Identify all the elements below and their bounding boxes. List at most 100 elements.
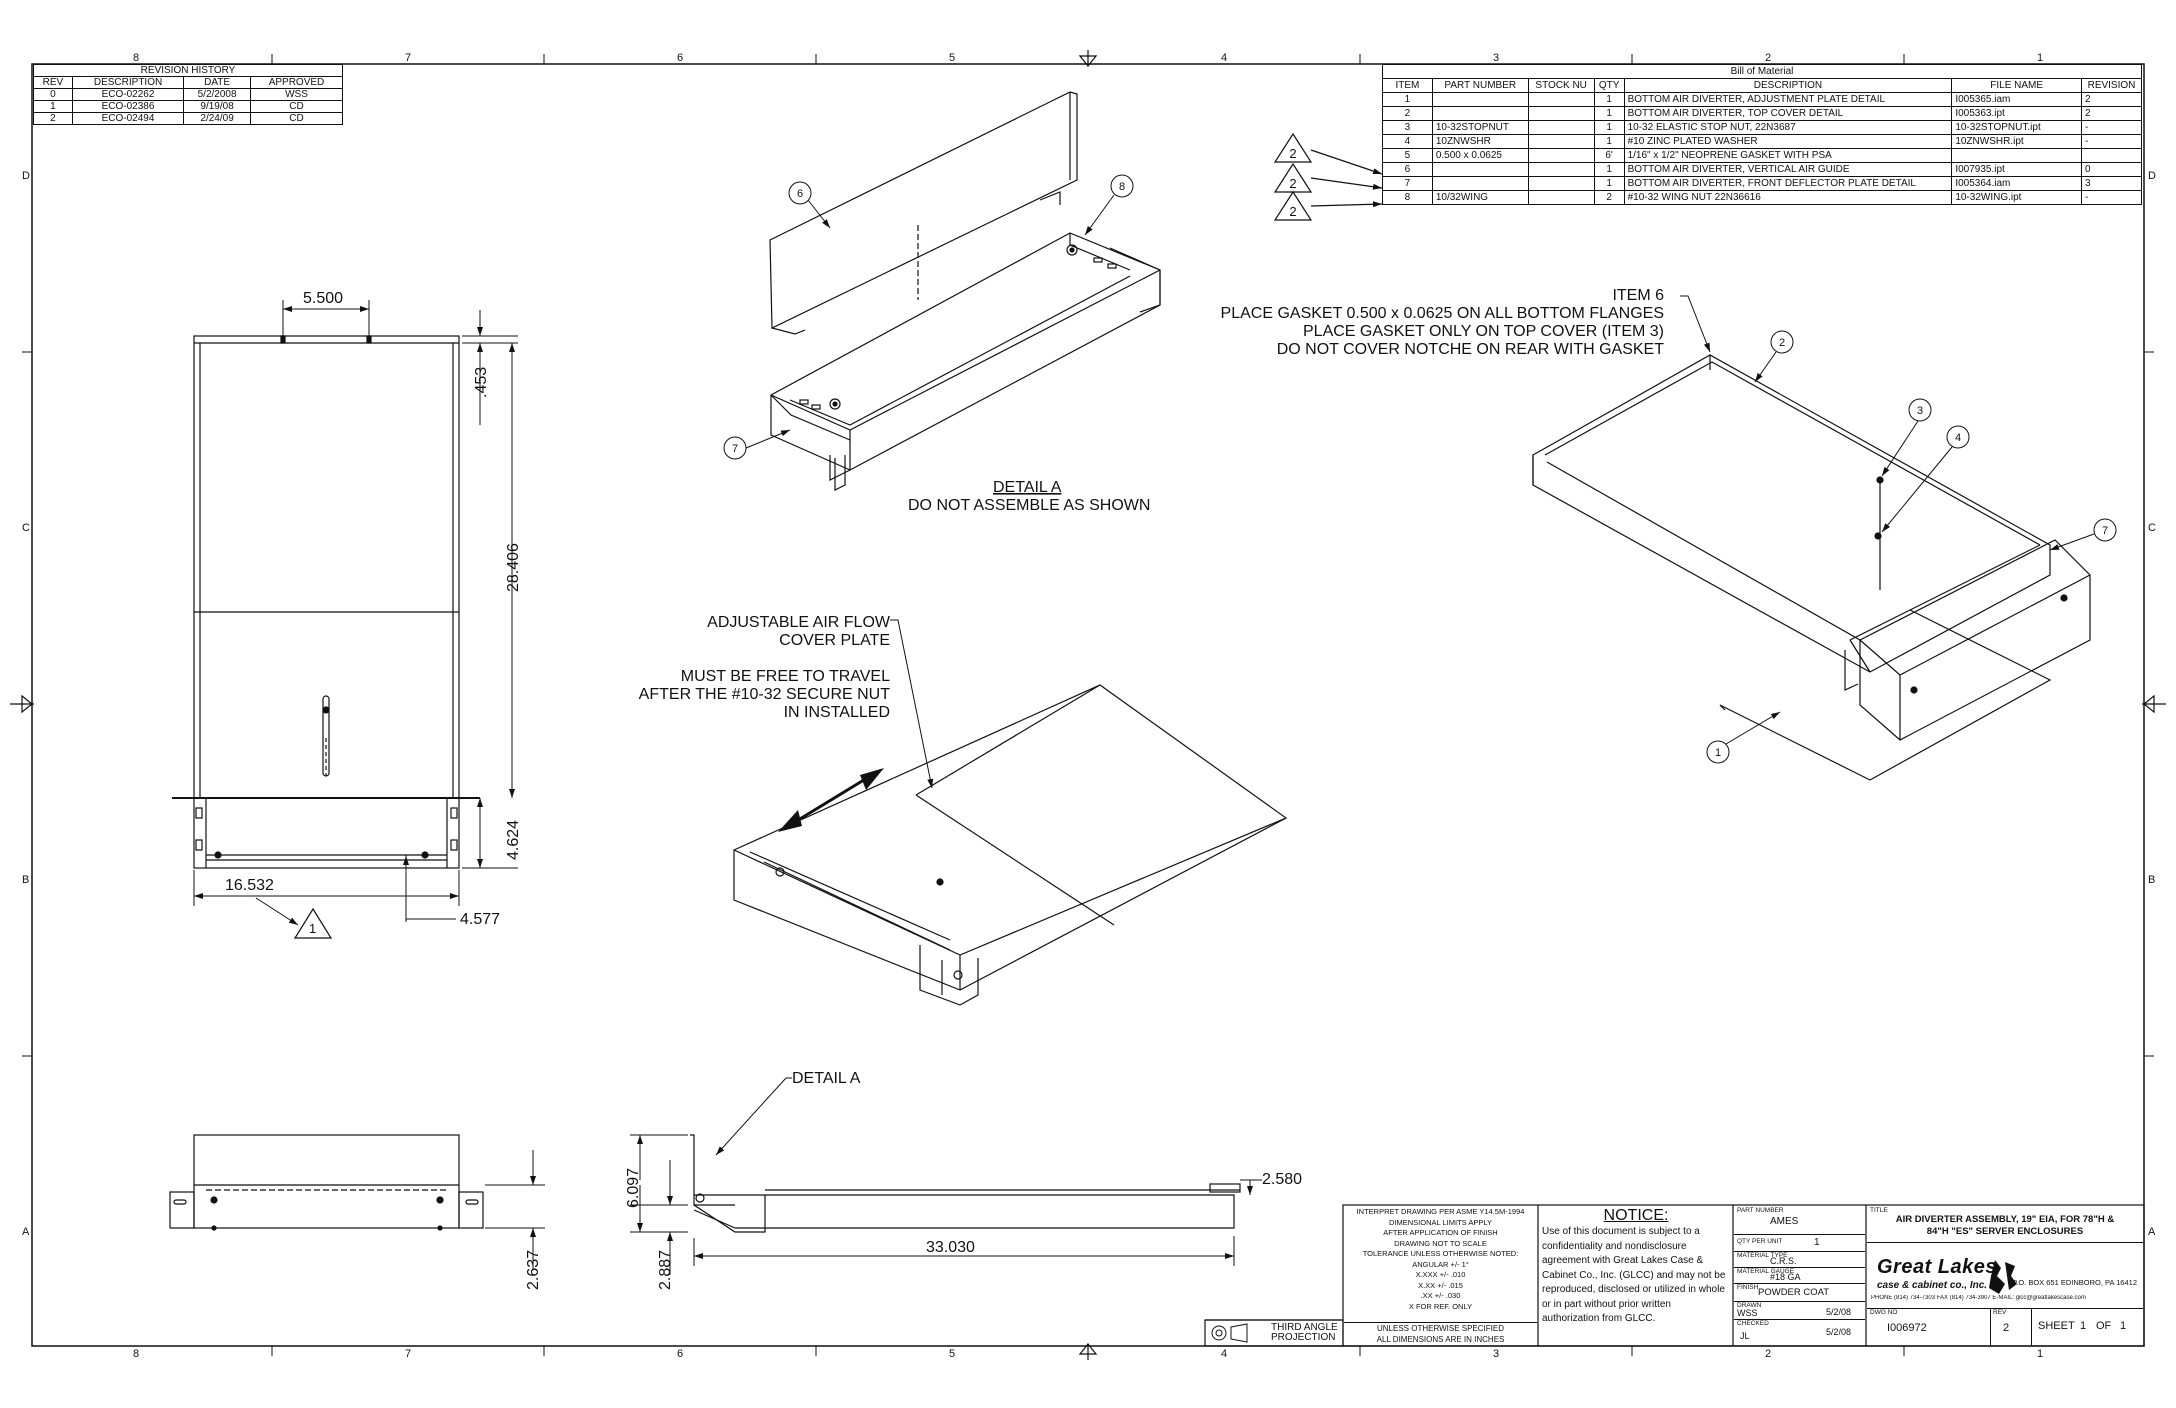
rev-cell: 5/2/2008 [183, 88, 251, 101]
bom-cell: 8 [1382, 190, 1433, 205]
rev-header-approved: APPROVED [249, 76, 344, 89]
rev-cell: WSS [249, 88, 344, 101]
part-number-label: PART NUMBER [1737, 1207, 1784, 1214]
zone-row-a-right: A [2148, 1226, 2156, 1238]
bom-cell [1527, 134, 1595, 149]
zone-row-b-left: B [22, 874, 30, 886]
balloon-7-assembly: 7 [2102, 525, 2108, 537]
tolerance-line: AFTER APPLICATION OF FINISH [1383, 1228, 1498, 1237]
bom-cell: 10ZNWSHR [1431, 134, 1529, 149]
zone-col-8-bottom: 8 [133, 1348, 140, 1360]
bom-cell: 0.500 x 0.0625 [1431, 148, 1529, 163]
tolerance-line: .XX +/- .030 [1420, 1291, 1461, 1300]
rev-label: REV [1993, 1309, 2007, 1316]
rev-header-description: DESCRIPTION [71, 76, 185, 89]
bom-header-item: ITEM [1382, 78, 1433, 93]
material-type-value: C.R.S. [1770, 1256, 1797, 1266]
dim-5500: 5.500 [303, 290, 343, 307]
part-info-block: PART NUMBER AMES QTY PER UNIT 1 MATERIAL… [1734, 1206, 1866, 1346]
bom-cell: BOTTOM AIR DIVERTER, FRONT DEFLECTOR PLA… [1623, 176, 1953, 191]
rev-row: 1 ECO-02386 9/19/08 CD [33, 100, 344, 113]
company-contact: PHONE (814) 734-7303 FAX (814) 734-3907 … [1871, 1295, 2086, 1301]
rev-header-rev: REV [33, 76, 73, 89]
dim-33030: 33.030 [926, 1239, 975, 1256]
gasket-note-line-4: DO NOT COVER NOTCHE ON REAR WITH GASKET [1277, 341, 1665, 358]
bom-cell [1527, 92, 1595, 107]
bom-cell: 2 [1593, 190, 1625, 205]
sheet-total-value: 1 [2120, 1320, 2127, 1332]
zone-col-4-bottom: 4 [1221, 1348, 1228, 1360]
tolerance-line: DRAWING NOT TO SCALE [1394, 1238, 1487, 1248]
part-number-value: AMES [1770, 1216, 1799, 1227]
title-label: TITLE [1870, 1207, 1888, 1214]
checked-date-value: 5/2/08 [1826, 1327, 1852, 1337]
units-line: UNLESS OTHERWISE SPECIFIED [1377, 1324, 1504, 1333]
rev-cell: ECO-02262 [71, 88, 185, 101]
revision-history-table: REVISION HISTORY REV DESCRIPTION DATE AP… [33, 64, 344, 125]
title-block-frame [1204, 1204, 2145, 1347]
units-line: ALL DIMENSIONS ARE IN INCHES [1376, 1335, 1505, 1344]
revision-flag-1: 1 [255, 897, 333, 939]
airflow-note-line-5: AFTER THE #10-32 SECURE NUT [639, 686, 891, 703]
revision-history-title: REVISION HISTORY [33, 64, 343, 77]
balloon-2: 2 [1779, 337, 1785, 349]
bom-cell [1527, 106, 1595, 121]
gasket-note: ITEM 6 PLACE GASKET 0.500 x 0.0625 ON AL… [1221, 287, 1665, 358]
center-marks [10, 50, 2166, 1360]
zone-row-b-right: B [2148, 874, 2156, 886]
bom-cell [1527, 190, 1595, 205]
sheet-label: SHEET [2038, 1320, 2075, 1332]
checked-label: CHECKED [1737, 1320, 1769, 1327]
third-angle-projection-icon [1211, 1323, 1248, 1343]
zone-col-6-top: 6 [677, 52, 684, 64]
balloon-group [723, 174, 2117, 764]
revision-flag-b: 2 [1289, 176, 1296, 191]
company-logo [1989, 1260, 2017, 1294]
finish-value: POWDER COAT [1758, 1287, 1830, 1298]
balloon-4: 4 [1955, 432, 1961, 444]
note-leaders [890, 295, 1711, 789]
of-label: OF [2096, 1320, 2112, 1332]
cover-plate-iso-view [733, 684, 1288, 1006]
bom-cell [1431, 106, 1529, 121]
rev-cell: 2 [33, 112, 73, 125]
company-name: Great Lakes [1877, 1256, 1998, 1278]
notice-title: NOTICE: [1603, 1207, 1669, 1224]
revision-flags-bom-labels: 2 2 2 [1289, 146, 1296, 219]
units-block: UNLESS OTHERWISE SPECIFIED ALL DIMENSION… [1344, 1322, 1537, 1345]
zone-ticks [22, 54, 2154, 1356]
rev-header-date: DATE [183, 76, 251, 89]
drawn-by-value: WSS [1737, 1308, 1758, 1318]
qty-label: QTY PER UNIT [1737, 1238, 1783, 1245]
bom-cell: 2 [2080, 106, 2143, 121]
bom-cell: 10-32WING.ipt [1951, 190, 2082, 205]
bill-of-material-table: Bill of Material ITEM PART NUMBER STOCK … [1382, 64, 2143, 205]
tolerance-line: X.XXX +/- .010 [1415, 1270, 1466, 1279]
notice-block: NOTICE: Use of this document is subject … [1542, 1207, 1730, 1327]
bom-cell: - [2080, 134, 2143, 149]
bom-cell: 1 [1593, 134, 1625, 149]
zone-col-3-bottom: 3 [1493, 1348, 1500, 1360]
bom-cell: 3 [2080, 176, 2143, 191]
airflow-note-line-4: MUST BE FREE TO TRAVEL [681, 668, 890, 685]
rev-cell: CD [249, 112, 344, 125]
bom-cell [1431, 176, 1529, 191]
assembly-iso-view [1532, 354, 2091, 781]
zone-row-c-left: C [22, 522, 30, 534]
detail-a-view [769, 91, 1161, 491]
material-gauge-value: #18 GA [1770, 1272, 1801, 1282]
zone-col-7-bottom: 7 [405, 1348, 412, 1360]
detail-a-title: DETAIL A [993, 479, 1062, 496]
bom-cell [2080, 148, 2143, 163]
airflow-note-line-1: ADJUSTABLE AIR FLOW [707, 614, 891, 631]
airflow-note-line-2: COVER PLATE [779, 632, 890, 649]
rev-cell: 9/19/08 [183, 100, 251, 113]
bom-cell [1431, 92, 1529, 107]
bom-cell: 0 [2080, 162, 2143, 177]
bom-cell [1951, 148, 2082, 163]
bom-cell: 10ZNWSHR.ipt [1951, 134, 2082, 149]
